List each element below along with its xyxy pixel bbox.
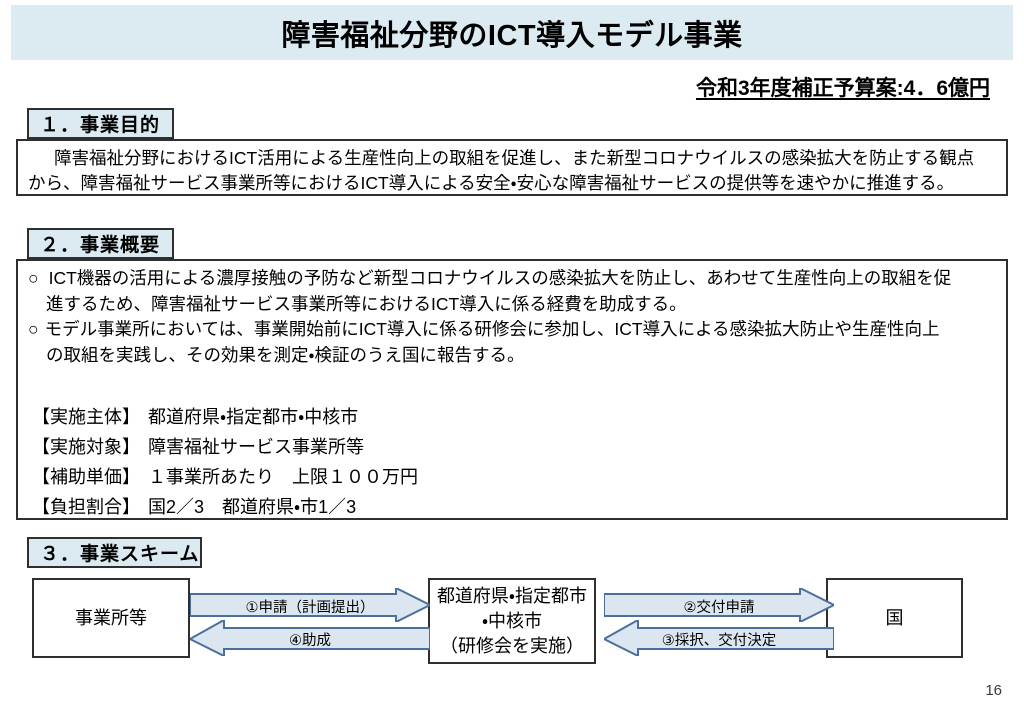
overview-item-subject-label: 【実施主体】 [32,407,140,427]
overview-item-target: 【実施対象】障害福祉サービス事業所等 [32,432,1006,462]
overview-bullet-2-line-1: ○モデル事業所においては、事業開始前にICT導入に係る研修会に参加し、ICT導入… [28,317,1006,343]
overview-item-unit-price-label: 【補助単価】 [32,467,140,487]
section-header-purpose: １．事業目的 [27,108,174,139]
arrow-left-icon [601,618,835,658]
scheme-arrow-grant-decision-label: ③採択、交付決定 [661,633,777,649]
section-header-scheme: ３．事業スキーム [27,537,202,568]
arrow-right-icon [189,586,433,624]
overview-bullet-1-text-1: ICT機器の活用による濃厚接触の予防など新型コロナウイルスの感染拡大を防止し、あ… [48,268,952,288]
scheme-arrow-application-label: ①申請（計画提出） [245,600,375,616]
overview-item-target-label: 【実施対象】 [32,437,140,457]
overview-item-share-value: 国2／3 都道府県・市1／3 [148,497,357,517]
overview-bullet-1-line-1: ○ ICT機器の活用による濃厚接触の予防など新型コロナウイルスの感染拡大を防止し、… [28,266,1006,292]
overview-bullet-1-line-2: 進するため、障害福祉サービス事業所等におけるICT導入に係る経費を助成する。 [46,293,687,314]
overview-bullet-2-line-2: の取組を実践し、その効果を測定・検証のうえ国に報告する。 [46,344,525,365]
overview-item-subject-value: 都道府県・指定都市・中核市 [148,407,359,427]
overview-item-target-value: 障害福祉サービス事業所等 [148,437,364,457]
section-header-overview-label: ２．事業概要 [40,235,161,256]
purpose-line-1: 障害福祉分野におけるICT活用による生産性向上の取組を促進し、また新型コロナウイ… [54,148,975,168]
scheme-box-provider: 事業所等 [32,578,190,658]
section-header-purpose-label: １．事業目的 [40,115,161,136]
overview-item-share-label: 【負担割合】 [32,497,140,517]
scheme-arrow-grant-decision: ③採択、交付決定 [601,618,835,658]
budget-amount: 令和3年度補正予算案:4．6億円 [695,77,990,100]
section-header-scheme-label: ３．事業スキーム [40,544,200,565]
scheme-box-nation: 国 [826,578,963,658]
section-header-overview: ２．事業概要 [27,228,174,259]
overview-item-share: 【負担割合】国2／3 都道府県・市1／3 [32,492,1006,522]
scheme-box-prefecture-line1: 都道府県・指定都市 [436,585,588,606]
page-title: 障害福祉分野のICT導入モデル事業 [281,19,743,52]
arrow-left-icon [187,618,431,658]
scheme-box-nation-label: 国 [885,607,904,628]
overview-bullet-2-text-1: モデル事業所においては、事業開始前にICT導入に係る研修会に参加し、ICT導入に… [44,319,940,339]
scheme-box-provider-label: 事業所等 [75,607,147,628]
scheme-arrow-application: ①申請（計画提出） [189,586,433,624]
arrow-right-icon [603,586,837,624]
scheme-arrow-subsidy-label: ④助成 [289,633,331,649]
slide-title-band: 障害福祉分野のICT導入モデル事業 [11,5,1013,60]
scheme-arrow-grant-request-label: ②交付申請 [683,600,755,616]
section-body-overview: ○ ICT機器の活用による濃厚接触の予防など新型コロナウイルスの感染拡大を防止し、… [16,259,1008,520]
bullet-circle-icon: ○ [28,268,39,288]
overview-item-unit-price: 【補助単価】 １事業所あたり 上限１００万円 [32,462,1006,492]
scheme-box-prefecture-line2: ・中核市 [481,610,543,631]
overview-item-subject: 【実施主体】都道府県・指定都市・中核市 [32,402,1006,432]
overview-item-unit-price-value: １事業所あたり 上限１００万円 [148,467,418,487]
bullet-circle-icon: ○ [28,319,39,339]
scheme-box-prefecture: 都道府県・指定都市 ・中核市 （研修会を実施） [428,578,596,664]
section-body-purpose: 障害福祉分野におけるICT活用による生産性向上の取組を促進し、また新型コロナウイ… [16,139,1008,196]
scheme-box-prefecture-line3: （研修会を実施） [440,635,584,656]
scheme-arrow-subsidy: ④助成 [187,618,431,658]
page-number: 16 [985,682,1002,699]
purpose-line-2: から、障害福祉サービス事業所等におけるICT導入による安全・安心な障害福祉サービ… [28,173,955,193]
scheme-arrow-grant-request: ②交付申請 [603,586,837,624]
